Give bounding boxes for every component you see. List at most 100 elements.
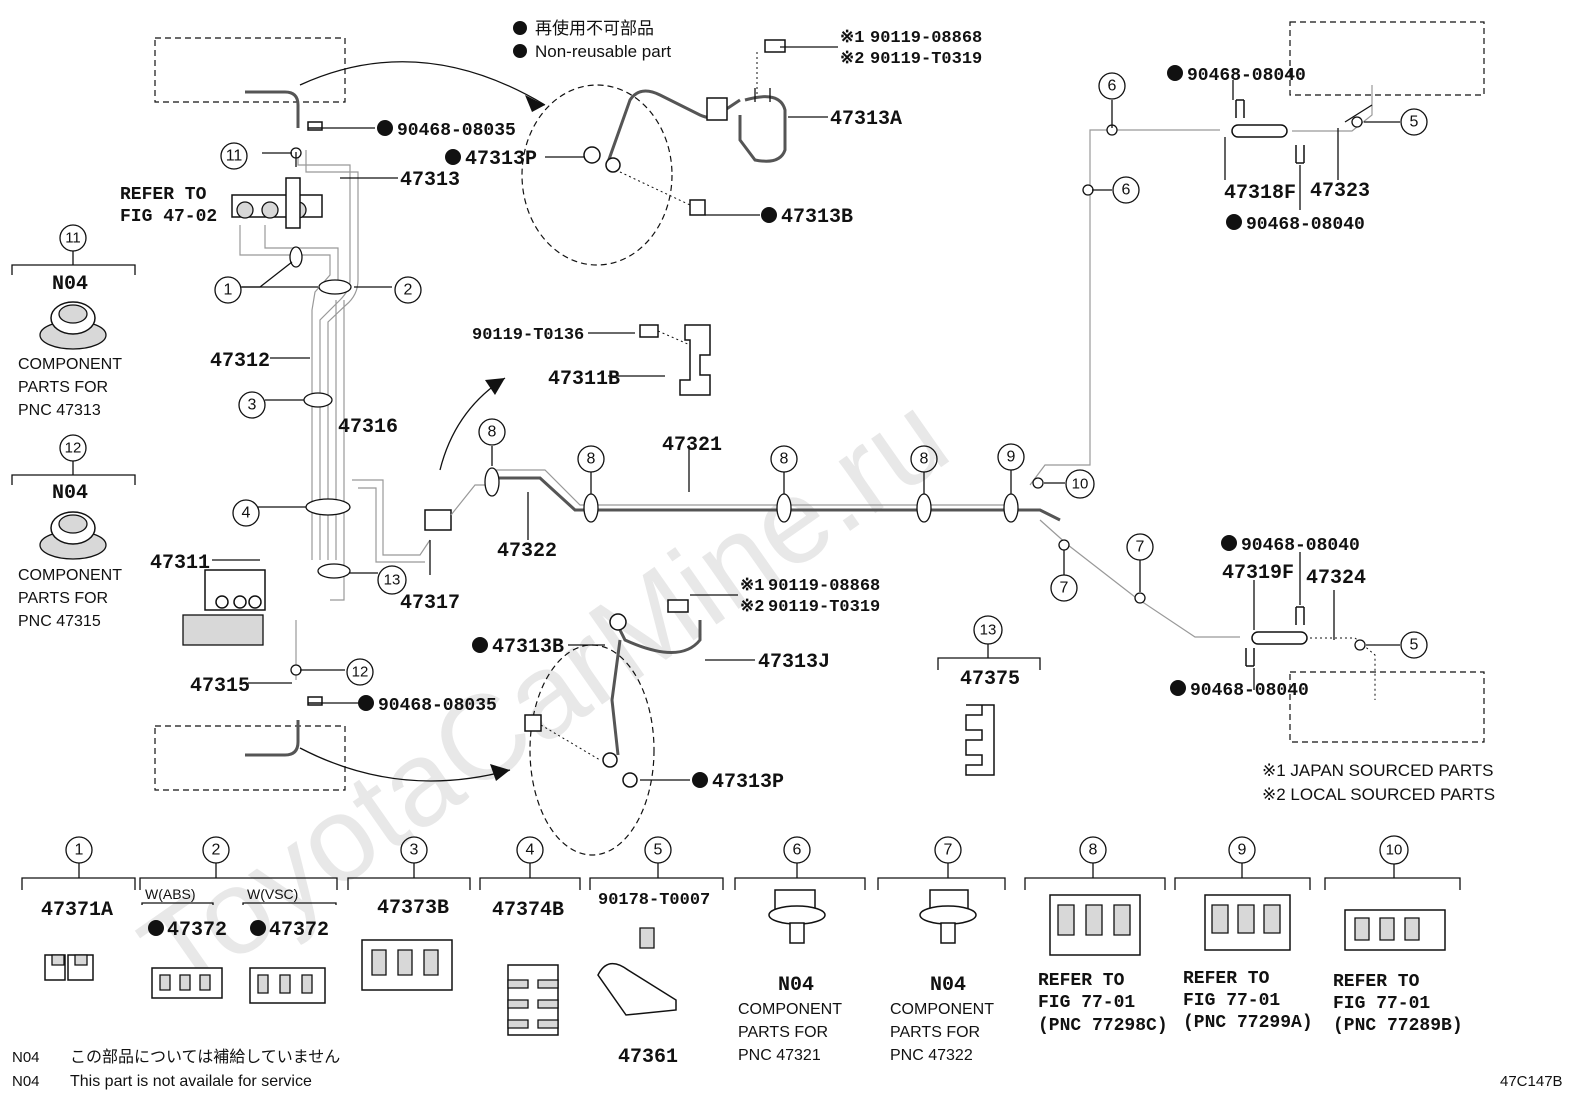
part-90119-T0136: 90119-T0136 — [472, 326, 584, 345]
svg-text:8: 8 — [780, 451, 789, 468]
non-reusable-dot-icon — [1170, 680, 1186, 696]
svg-text:10: 10 — [1072, 476, 1089, 493]
callout-12: 12 — [346, 658, 374, 686]
svg-text:6: 6 — [1108, 78, 1117, 95]
non-reusable-dot-icon — [250, 920, 266, 936]
svg-text:3: 3 — [410, 842, 419, 859]
svg-text:8: 8 — [1089, 842, 1098, 859]
hose-bracket — [609, 613, 627, 631]
svg-text:6: 6 — [1122, 182, 1131, 199]
bottom-item-2: 2 W(ABS) 47372 W(VSC) 47372 — [139, 836, 338, 1004]
detail-circle-bottom — [529, 644, 655, 856]
side-box-11-code: N04 — [52, 273, 88, 296]
side-box-11-line1: COMPONENT — [18, 356, 122, 373]
bottom-item-1: 1 47371A — [21, 836, 136, 981]
clamp-9 — [1003, 493, 1019, 523]
part-90468-08040-a: 90468-08040 — [1187, 66, 1306, 86]
flex-hose-47313J — [613, 619, 702, 654]
part-47324: 47324 — [1306, 567, 1366, 590]
svg-text:3: 3 — [248, 397, 257, 414]
side-box-12-line1: COMPONENT — [18, 567, 122, 584]
svg-text:13: 13 — [980, 622, 997, 639]
svg-text:5: 5 — [1410, 114, 1419, 131]
part-47371A: 47371A — [41, 899, 113, 922]
hose-stub-bottom — [245, 720, 300, 757]
arrow-curve-top — [299, 61, 546, 106]
callout-6: 6 — [1098, 72, 1126, 100]
leader — [1344, 104, 1373, 123]
hose-fitting — [754, 88, 771, 102]
clip-12-point — [290, 664, 302, 676]
callout-8: 8 — [577, 445, 605, 473]
callout-8: 8 — [910, 445, 938, 473]
part-90468-08040-c: 90468-08040 — [1241, 536, 1360, 556]
part-47313J: 47313J — [758, 651, 830, 674]
part-47361: 47361 — [618, 1046, 678, 1069]
non-reusable-dot-icon — [692, 772, 708, 788]
refer-to: REFER TO — [120, 185, 207, 205]
part-47322: 47322 — [497, 540, 557, 563]
part-90468-08040-b: 90468-08040 — [1246, 215, 1365, 235]
washer-47313P-icon — [605, 157, 621, 173]
bottom-7-line2: PARTS FOR — [890, 1024, 980, 1041]
hose-stub-top — [245, 90, 300, 128]
clip-5-point — [1351, 116, 1363, 128]
clamp-1-point — [289, 246, 303, 268]
union-47317 — [424, 509, 452, 531]
part-47323: 47323 — [1310, 180, 1370, 203]
bottom-item-4: 4 47374B — [479, 836, 581, 1036]
front-right-area-box — [1289, 21, 1485, 96]
svg-text:12: 12 — [352, 664, 369, 681]
ref-mark-1-bottom: ※1 — [740, 577, 764, 596]
part-47313: 47313 — [400, 169, 460, 192]
note-japan-sourced: ※1 JAPAN SOURCED PARTS — [1262, 761, 1494, 780]
part-47374B: 47374B — [492, 899, 564, 922]
leader — [242, 261, 293, 288]
bottom-6-line1: COMPONENT — [738, 1001, 842, 1018]
non-reusable-dot-icon — [358, 695, 374, 711]
arrow-head-icon — [485, 378, 505, 395]
detail-circle-top — [521, 84, 673, 266]
flex-hose-47313A — [738, 95, 787, 163]
brake-line-47312-b — [264, 225, 339, 280]
brake-line-47312 — [239, 225, 331, 560]
bottom-9-line3: (PNC 77299A) — [1183, 1013, 1313, 1033]
svg-text:4: 4 — [242, 505, 251, 522]
bottom-7-code: N04 — [930, 974, 966, 997]
arrow-head-icon — [525, 95, 545, 112]
brake-line-right-front — [1029, 129, 1220, 486]
clip-90468-08040-icon — [1295, 606, 1305, 625]
part-47372-abs: 47372 — [167, 919, 227, 942]
flex-hose-47313J-lower — [610, 639, 622, 756]
svg-text:1: 1 — [75, 842, 84, 859]
svg-text:9: 9 — [1238, 842, 1247, 859]
clamp-8 — [484, 467, 500, 497]
non-reusable-dot-icon — [377, 120, 393, 136]
fig-47-02: FIG 47-02 — [120, 207, 217, 227]
side-box-12-line3: PNC 47315 — [18, 613, 101, 630]
svg-text:7: 7 — [1060, 580, 1069, 597]
svg-text:11: 11 — [65, 230, 81, 247]
svg-text:7: 7 — [944, 842, 953, 859]
bottom-item-3: 3 47373B — [347, 836, 471, 991]
side-box-11: 11 N04 COMPONENT PARTS FOR PNC 47313 — [11, 224, 136, 419]
brake-line-47322 — [495, 469, 1015, 506]
bottom-7-line3: PNC 47322 — [890, 1047, 973, 1064]
arrow-curve-bottom — [299, 747, 511, 782]
bottom-6-line2: PARTS FOR — [738, 1024, 828, 1041]
bottom-6-line3: PNC 47321 — [738, 1047, 821, 1064]
footnote-n04-code-jp: N04 — [12, 1049, 40, 1066]
part-47312: 47312 — [210, 350, 270, 373]
non-reusable-dot-icon — [761, 207, 777, 223]
legend-en: Non-reusable part — [535, 42, 671, 61]
part-47319F: 47319F — [1222, 562, 1294, 585]
svg-text:11: 11 — [226, 148, 243, 165]
bottom-8-line2: FIG 77-01 — [1038, 993, 1135, 1013]
washer-47313P-icon — [583, 146, 601, 164]
svg-text:9: 9 — [1007, 449, 1016, 466]
part-47313P-top: 47313P — [465, 148, 537, 171]
bottom-8-line3: (PNC 77298C) — [1038, 1016, 1168, 1036]
clamp-8 — [776, 493, 792, 523]
rear-left-area-box — [154, 725, 346, 791]
clip-7-point — [1134, 592, 1146, 604]
